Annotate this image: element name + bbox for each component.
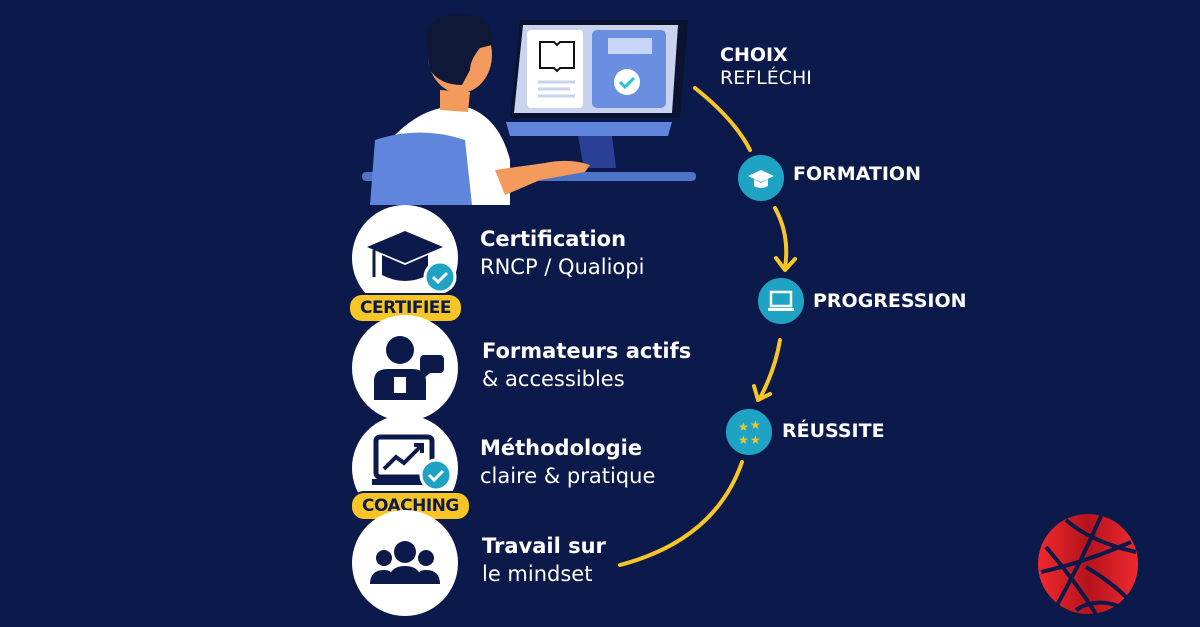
- feature-title: Travail sur: [482, 534, 606, 558]
- feature-trainers: Formateurs actifs & accessibles: [482, 337, 691, 393]
- journey-start: CHOIX REFLÉCHI: [720, 44, 812, 90]
- brand-logo: [1038, 514, 1138, 616]
- trainer-chat-icon: [374, 336, 444, 400]
- start-line-2: REFLÉCHI: [720, 67, 812, 89]
- start-line-1: CHOIX: [720, 44, 788, 66]
- graduation-cap-icon: [748, 170, 774, 188]
- feature-methodology: Méthodologie claire & pratique: [480, 434, 655, 490]
- formation-label: FORMATION: [793, 163, 921, 185]
- reussite-label: RÉUSSITE: [782, 420, 885, 442]
- feature-title: Méthodologie: [480, 436, 643, 460]
- mindset-circle: [352, 510, 458, 616]
- trainers-circle: [352, 315, 458, 421]
- feature-certification: Certification RNCP / Qualiopi: [480, 225, 644, 281]
- svg-text:★: ★: [738, 433, 749, 447]
- progression-node: [755, 275, 807, 327]
- svg-text:★: ★: [738, 420, 749, 434]
- feature-title: Formateurs actifs: [482, 339, 692, 363]
- feature-subtitle: claire & pratique: [480, 464, 656, 488]
- feature-mindset: Travail sur le mindset: [482, 532, 606, 588]
- feature-subtitle: le mindset: [482, 562, 593, 586]
- progression-label: PROGRESSION: [813, 290, 967, 312]
- group-icon: [370, 541, 440, 584]
- laptop-icon: [768, 290, 794, 311]
- reussite-node: ★★★★: [723, 406, 775, 458]
- coaching-badge: COACHING: [350, 491, 471, 521]
- graduation-cap-icon: [367, 231, 457, 294]
- stars-icon: ★★★★: [738, 418, 761, 447]
- feature-subtitle: RNCP / Qualiopi: [480, 255, 645, 279]
- chart-monitor-icon: [372, 434, 453, 492]
- svg-text:★: ★: [750, 418, 761, 432]
- feature-subtitle: & accessibles: [482, 367, 625, 391]
- feature-title: Certification: [480, 227, 627, 251]
- formation-node: [735, 152, 787, 204]
- svg-text:★: ★: [750, 433, 761, 447]
